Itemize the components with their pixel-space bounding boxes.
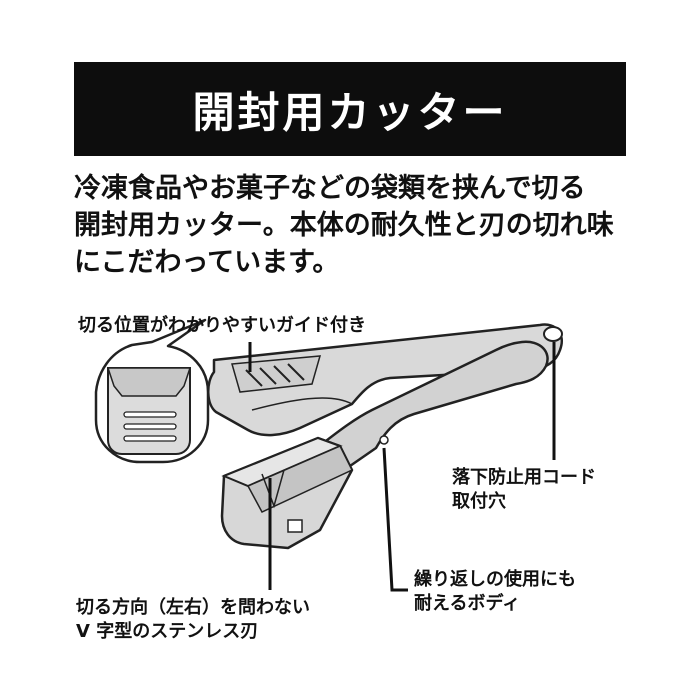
strap-hole: [543, 326, 563, 342]
callout-blade-line-2: V 字型のステンレス刃: [76, 621, 259, 642]
description: 冷凍食品やお菓子などの袋類を挟んで切る 開封用カッター。本体の耐久性と刃の切れ味…: [74, 170, 634, 281]
blade-head: [220, 436, 354, 550]
callout-guide: 切る位置がわかりやすいガイド付き: [78, 314, 366, 338]
callout-body-line-1: 繰り返しの使用にも: [414, 569, 576, 590]
callout-blade: 切る方向（左右）を問わない V 字型のステンレス刃: [76, 596, 310, 644]
callout-body: 繰り返しの使用にも 耐えるボディ: [414, 568, 576, 616]
cutter-lower-arm: [320, 340, 549, 468]
callout-strap-hole: 落下防止用コード 取付穴: [452, 466, 596, 514]
description-line-3: にこだわっています。: [74, 247, 340, 278]
callout-strap-hole-line-1: 落下防止用コード: [452, 467, 596, 488]
description-line-1: 冷凍食品やお菓子などの袋類を挟んで切る: [74, 173, 586, 204]
page-title: 開封用カッター: [192, 87, 508, 137]
leader-lines: [248, 342, 556, 592]
guide-zoom-bubble: [94, 318, 210, 464]
callout-blade-line-1: 切る方向（左右）を問わない: [76, 597, 310, 618]
callout-strap-hole-line-2: 取付穴: [452, 491, 506, 512]
callout-guide-text: 切る位置がわかりやすいガイド付き: [78, 315, 366, 336]
description-line-2: 開封用カッター。本体の耐久性と刃の切れ味: [74, 210, 614, 241]
callout-body-line-2: 耐えるボディ: [414, 593, 521, 614]
cutter-upper-arm: [207, 323, 563, 437]
title-bar: 開封用カッター: [74, 62, 626, 156]
